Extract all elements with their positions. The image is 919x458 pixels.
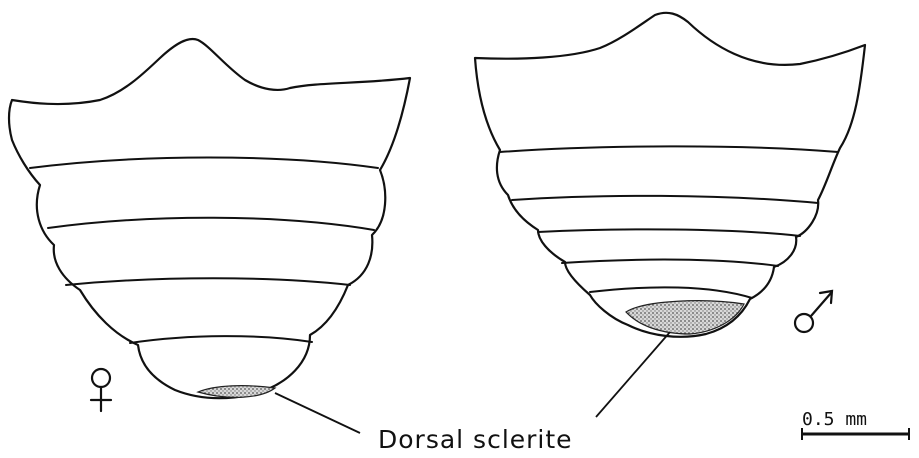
female-abdomen <box>9 39 410 411</box>
scale-bar: 0.5 mm <box>802 409 909 440</box>
male-symbol-icon <box>795 291 832 332</box>
female-symbol-icon <box>91 369 111 411</box>
dorsal-sclerite-label: Dorsal sclerite <box>378 425 573 454</box>
leader-line-male <box>596 332 670 417</box>
scale-bar-label: 0.5 mm <box>802 409 867 430</box>
leader-line-female <box>275 393 360 433</box>
male-abdomen-outline <box>475 13 865 337</box>
male-abdomen <box>475 13 865 337</box>
